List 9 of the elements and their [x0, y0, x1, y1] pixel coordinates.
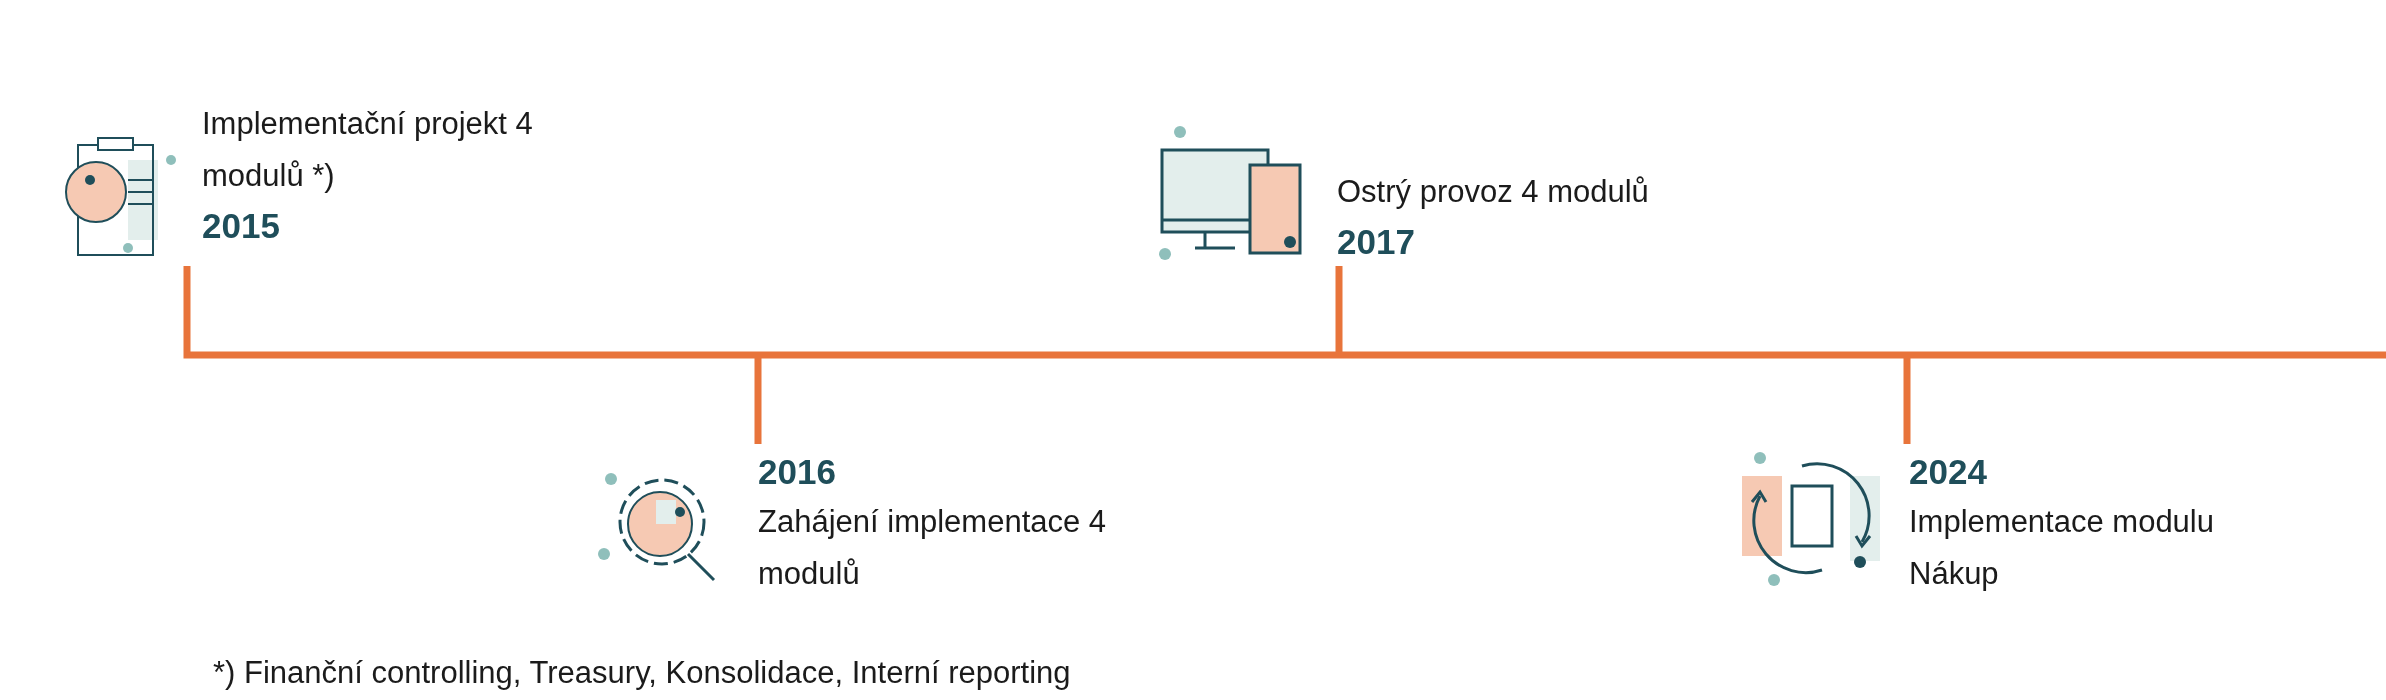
year-label: 2016 [758, 451, 836, 493]
footnote: *) Finanční controlling, Treasury, Konsolidace, Interní reporting [213, 655, 1071, 691]
year-label: 2015 [202, 205, 280, 247]
milestone-description: Implementační projekt 4 modulů *) [202, 105, 534, 195]
year-label: 2017 [1337, 221, 1415, 263]
milestone-description: Ostrý provoz 4 modulů [1337, 173, 1649, 211]
year-label: 2024 [1909, 451, 1987, 493]
milestone-description: Zahájení implementace 4 modulů [758, 503, 1108, 593]
milestone-description: Implementace modulu Nákup [1909, 503, 2215, 593]
